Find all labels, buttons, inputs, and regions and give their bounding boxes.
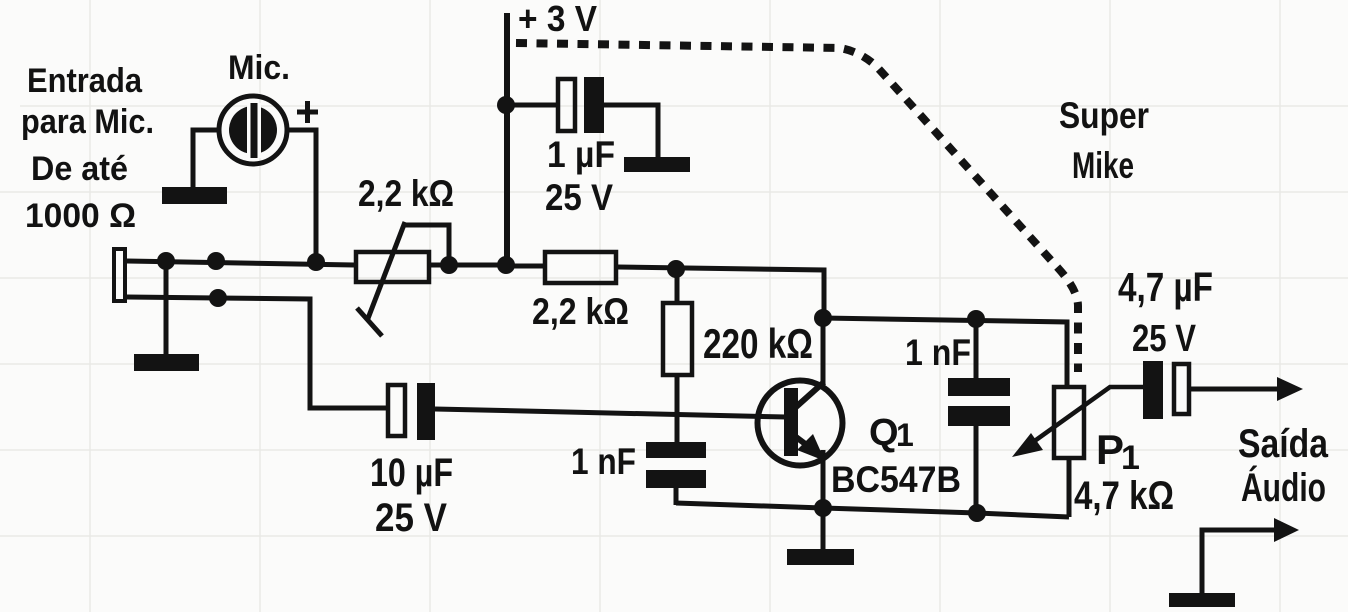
svg-text:Áudio: Áudio [1241,465,1326,510]
svg-text:220 kΩ: 220 kΩ [703,320,813,367]
svg-text:1 nF: 1 nF [905,332,971,373]
svg-text:1: 1 [896,417,914,453]
svg-text:+ 3 V: + 3 V [518,0,597,39]
svg-text:1 µF: 1 µF [547,134,615,175]
svg-text:Mike: Mike [1072,145,1134,186]
svg-text:Entrada: Entrada [27,62,143,100]
svg-text:25 V: 25 V [545,177,613,218]
svg-text:4,7 µF: 4,7 µF [1118,264,1213,310]
svg-text:P: P [1096,426,1124,473]
svg-text:10 µF: 10 µF [370,451,453,495]
svg-text:1: 1 [1121,439,1140,477]
svg-text:Super: Super [1059,95,1149,136]
svg-text:25 V: 25 V [375,496,447,540]
svg-text:Saída: Saída [1238,422,1329,466]
svg-text:De até: De até [31,150,128,188]
svg-text:Mic.: Mic. [228,49,290,87]
svg-text:2,2 kΩ: 2,2 kΩ [358,173,454,214]
svg-text:2,2 kΩ: 2,2 kΩ [532,291,629,332]
svg-text:1000 Ω: 1000 Ω [25,197,136,235]
svg-text:Q: Q [869,412,899,454]
svg-text:para Mic.: para Mic. [21,103,154,141]
svg-text:1 nF: 1 nF [571,441,636,482]
svg-text:25 V: 25 V [1132,318,1197,360]
svg-text:BC547B: BC547B [831,459,961,500]
svg-text:4,7 kΩ: 4,7 kΩ [1074,474,1174,518]
